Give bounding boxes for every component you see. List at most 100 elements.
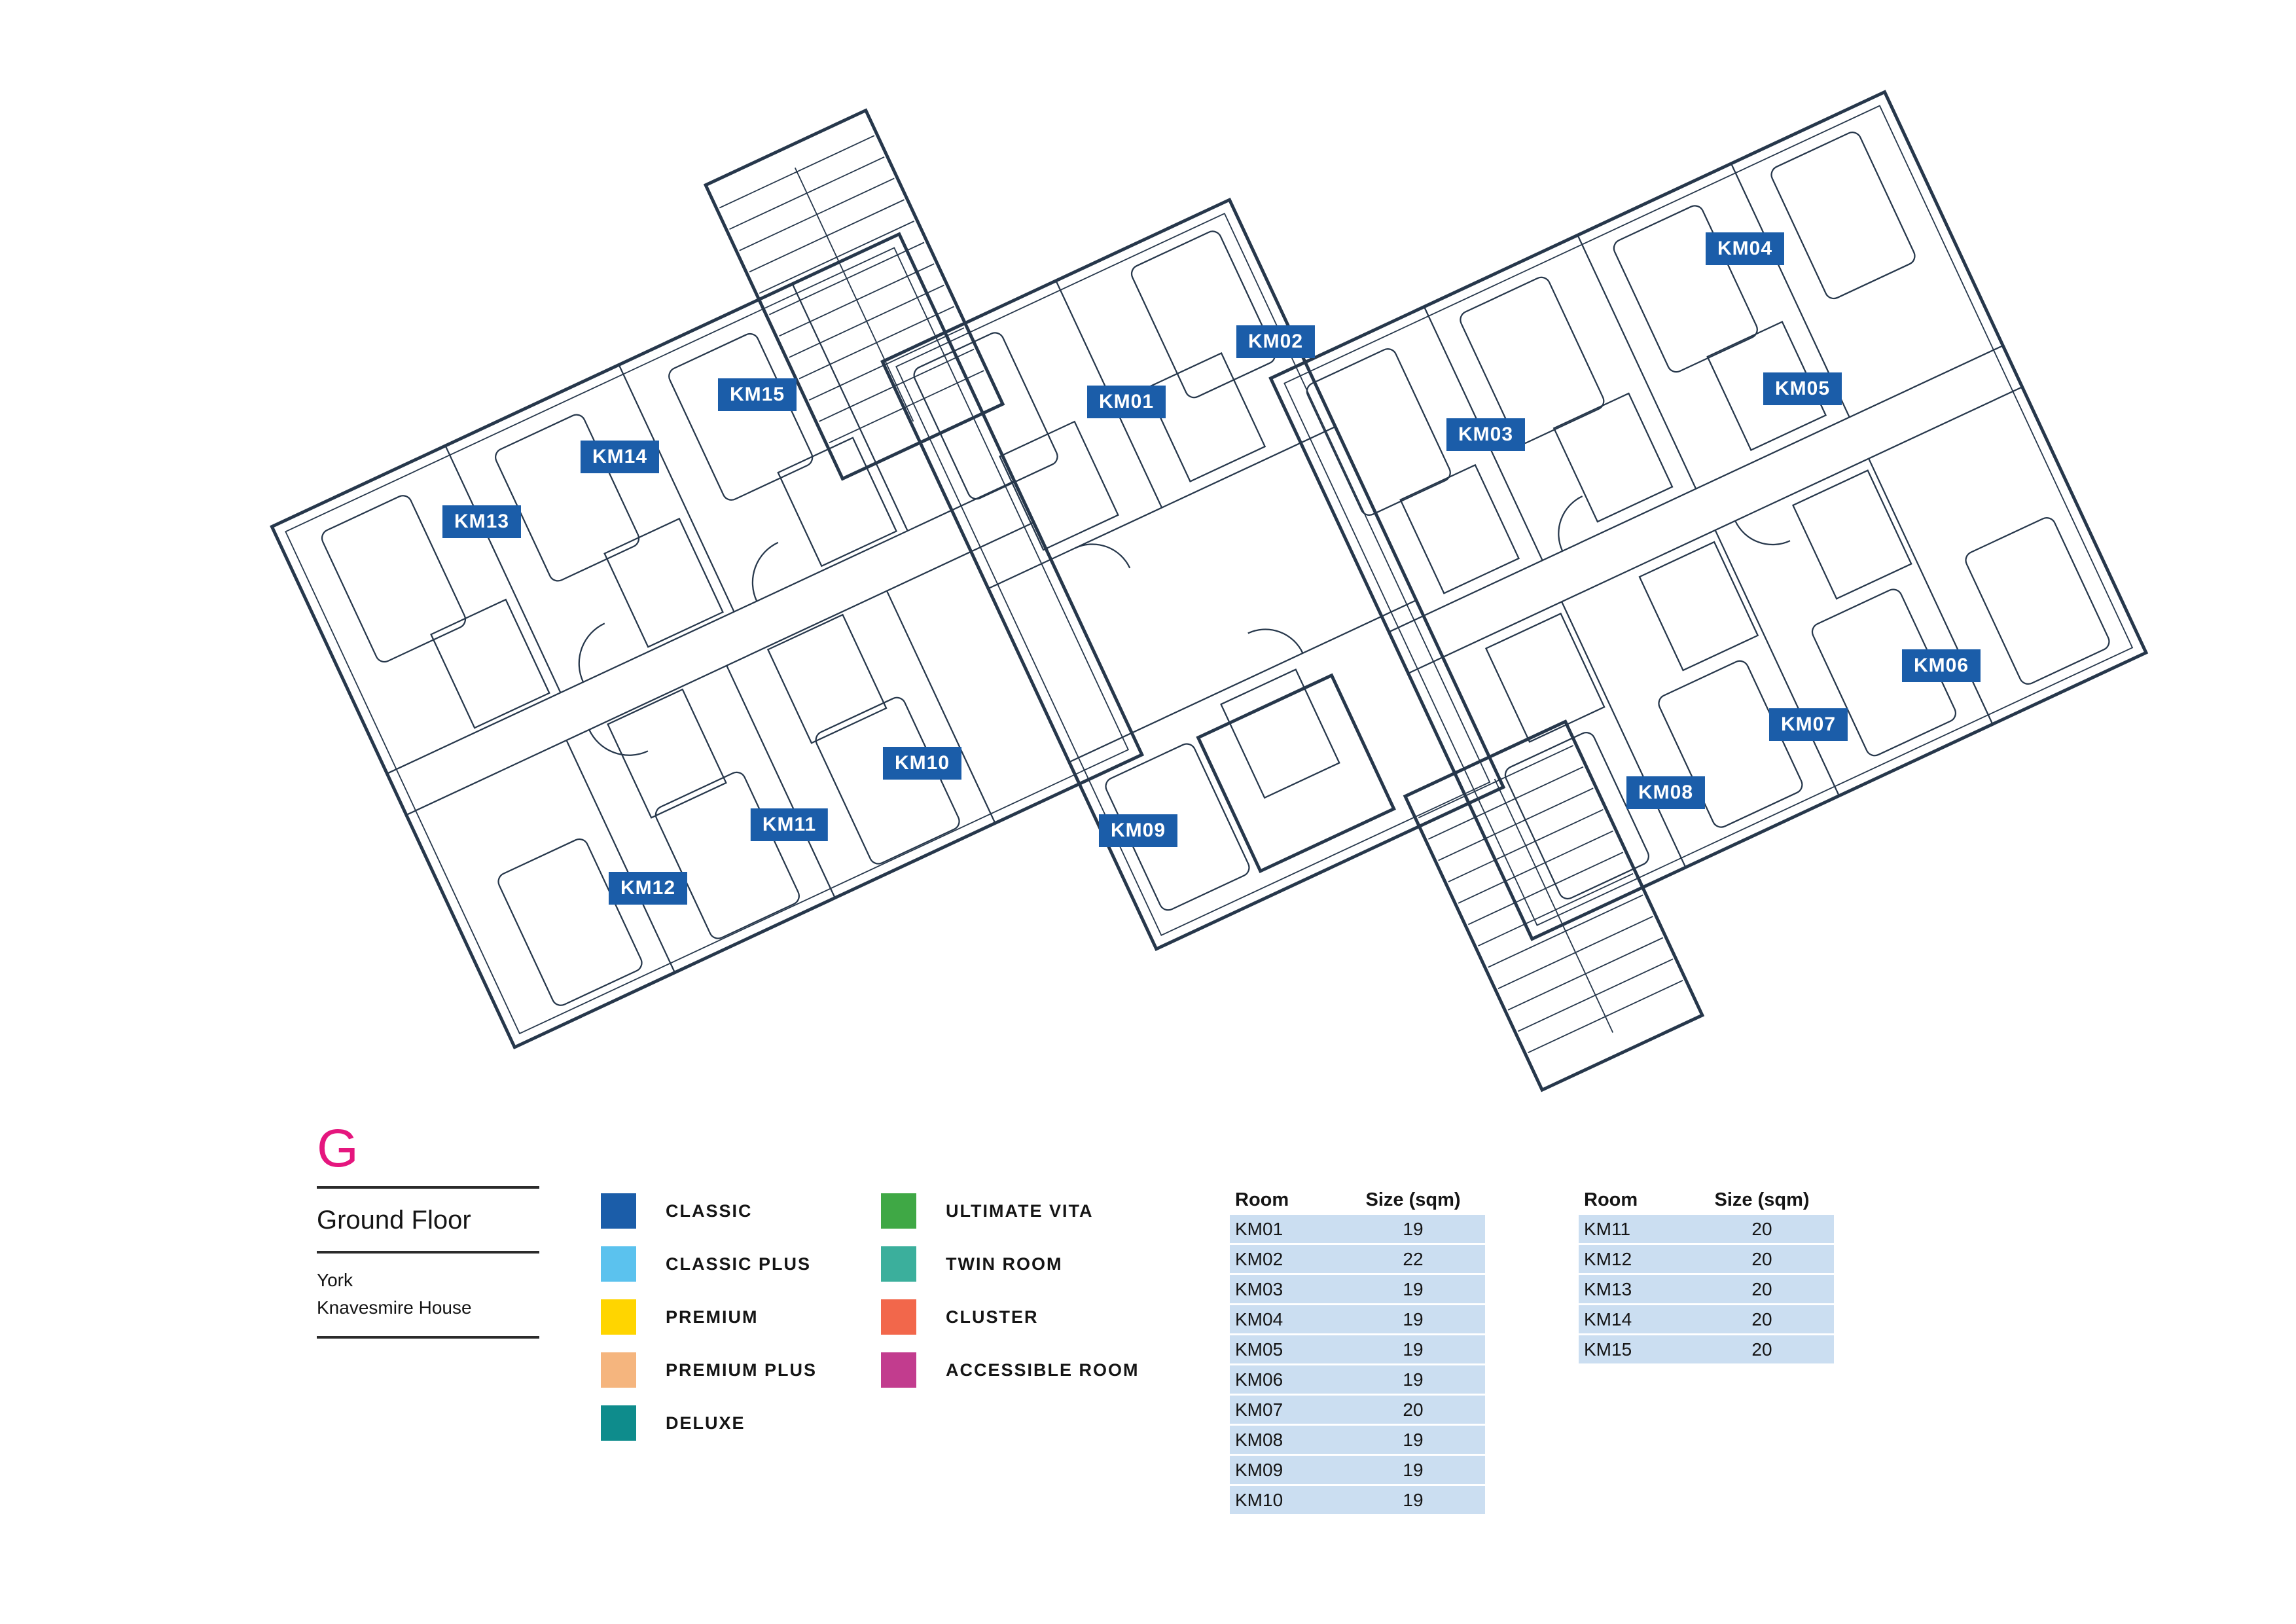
room-badge-km14[interactable]: KM14	[580, 441, 660, 473]
table-row: KM13 20	[1579, 1275, 1834, 1303]
twin-room-swatch	[881, 1246, 916, 1282]
entrance-block	[1196, 673, 1396, 874]
room-cell: KM01	[1235, 1218, 1283, 1239]
size-column-header: Size (sqm)	[1365, 1189, 1461, 1210]
room-badge-km07[interactable]: KM07	[1768, 708, 1848, 741]
legend-item-premium: PREMIUM	[601, 1299, 881, 1335]
room-type-legend: CLASSIC CLASSIC PLUS PREMIUM PREMIUM PLU…	[601, 1193, 1161, 1458]
size-column-header: Size (sqm)	[1714, 1189, 1810, 1210]
room-badge-km13[interactable]: KM13	[442, 505, 522, 538]
stair-tower-bottom	[1403, 719, 1705, 1092]
legend-item-classic: CLASSIC	[601, 1193, 881, 1229]
size-cell: 20	[1751, 1218, 1772, 1239]
classic-swatch	[601, 1193, 636, 1229]
table-row: KM08 19	[1230, 1426, 1485, 1454]
table-row: KM05 19	[1230, 1335, 1485, 1363]
room-badge-km11[interactable]: KM11	[750, 808, 829, 841]
building-name: Knavesmire House	[317, 1297, 472, 1318]
legend-column-2: ULTIMATE VITA TWIN ROOM CLUSTER ACCESSIB…	[881, 1193, 1161, 1458]
table-row: KM11 20	[1579, 1215, 1834, 1243]
room-cell: KM10	[1235, 1489, 1283, 1510]
size-cell: 19	[1403, 1459, 1424, 1480]
legend-label: CLASSIC	[666, 1200, 753, 1221]
room-cell: KM08	[1235, 1429, 1283, 1450]
table-row: KM09 19	[1230, 1456, 1485, 1484]
divider	[317, 1251, 539, 1254]
room-cell: KM15	[1584, 1339, 1632, 1360]
legend-label: ACCESSIBLE ROOM	[946, 1360, 1139, 1380]
legend-label: ULTIMATE VITA	[946, 1200, 1094, 1221]
table-row: KM01 19	[1230, 1215, 1485, 1243]
table-row: KM10 19	[1230, 1486, 1485, 1514]
room-badge-km06[interactable]: KM06	[1901, 649, 1981, 682]
size-cell: 22	[1403, 1248, 1424, 1269]
table-row: KM03 19	[1230, 1275, 1485, 1303]
room-size-table-1: Room Size (sqm) KM01 19 KM02 22 KM03 19 …	[1230, 1187, 1485, 1516]
floor-info: G Ground Floor York Knavesmire House	[317, 1119, 539, 1339]
table-header: Room Size (sqm)	[1230, 1187, 1485, 1213]
legend-label: DELUXE	[666, 1413, 745, 1433]
size-cell: 20	[1751, 1339, 1772, 1360]
legend-item-accessible-room: ACCESSIBLE ROOM	[881, 1352, 1161, 1388]
premium-plus-swatch	[601, 1352, 636, 1388]
room-badge-km09[interactable]: KM09	[1098, 814, 1178, 847]
table-row: KM02 22	[1230, 1245, 1485, 1273]
stair-tower-top	[703, 108, 1005, 481]
floor-plan-drawing	[270, 90, 2149, 1092]
legend-item-classic-plus: CLASSIC PLUS	[601, 1246, 881, 1282]
room-badge-km12[interactable]: KM12	[608, 872, 688, 905]
room-badge-km10[interactable]: KM10	[882, 747, 962, 780]
location: York Knavesmire House	[317, 1254, 539, 1336]
legend-label: CLASSIC PLUS	[666, 1254, 812, 1274]
size-cell: 20	[1751, 1308, 1772, 1329]
legend-item-ultimate-vita: ULTIMATE VITA	[881, 1193, 1161, 1229]
room-size-table-2: Room Size (sqm) KM11 20 KM12 20 KM13 20 …	[1579, 1187, 1834, 1365]
room-badge-km03[interactable]: KM03	[1446, 418, 1526, 451]
room-cell: KM14	[1584, 1308, 1632, 1329]
wing-middle	[880, 197, 1506, 952]
cluster-swatch	[881, 1299, 916, 1335]
floor-plan: KM01 KM02 KM03 KM04 KM05 KM06 KM07 KM08 …	[270, 90, 2149, 1092]
room-badge-km15[interactable]: KM15	[717, 378, 797, 411]
legend-item-deluxe: DELUXE	[601, 1405, 881, 1441]
room-cell: KM06	[1235, 1369, 1283, 1390]
table-row: KM06 19	[1230, 1365, 1485, 1394]
legend-item-premium-plus: PREMIUM PLUS	[601, 1352, 881, 1388]
size-cell: 19	[1403, 1218, 1424, 1239]
size-cell: 20	[1403, 1399, 1424, 1420]
divider	[317, 1186, 539, 1189]
legend-column-1: CLASSIC CLASSIC PLUS PREMIUM PREMIUM PLU…	[601, 1193, 881, 1458]
room-cell: KM07	[1235, 1399, 1283, 1420]
divider	[317, 1336, 539, 1339]
room-cell: KM12	[1584, 1248, 1632, 1269]
room-cell: KM11	[1584, 1218, 1631, 1239]
city: York	[317, 1270, 353, 1291]
legend-label: PREMIUM PLUS	[666, 1360, 817, 1380]
size-cell: 19	[1403, 1339, 1424, 1360]
legend-label: TWIN ROOM	[946, 1254, 1063, 1274]
room-cell: KM03	[1235, 1278, 1283, 1299]
wing-right	[1268, 90, 2149, 941]
size-cell: 19	[1403, 1278, 1424, 1299]
legend-label: CLUSTER	[946, 1307, 1039, 1327]
room-cell: KM05	[1235, 1339, 1283, 1360]
size-cell: 19	[1403, 1429, 1424, 1450]
room-column-header: Room	[1235, 1189, 1289, 1210]
room-badge-km04[interactable]: KM04	[1705, 232, 1785, 265]
room-badge-km08[interactable]: KM08	[1626, 776, 1706, 809]
classic-plus-swatch	[601, 1246, 636, 1282]
legend-label: PREMIUM	[666, 1307, 759, 1327]
room-badge-km01[interactable]: KM01	[1086, 386, 1166, 418]
room-badge-km02[interactable]: KM02	[1236, 325, 1316, 358]
floor-name: Ground Floor	[317, 1206, 471, 1235]
legend-item-twin-room: TWIN ROOM	[881, 1246, 1161, 1282]
room-badge-km05[interactable]: KM05	[1763, 372, 1842, 405]
table-row: KM04 19	[1230, 1305, 1485, 1333]
ultimate-vita-swatch	[881, 1193, 916, 1229]
table-row: KM15 20	[1579, 1335, 1834, 1363]
floor-letter: G	[317, 1119, 359, 1178]
size-cell: 19	[1403, 1369, 1424, 1390]
size-cell: 20	[1751, 1248, 1772, 1269]
room-cell: KM02	[1235, 1248, 1283, 1269]
